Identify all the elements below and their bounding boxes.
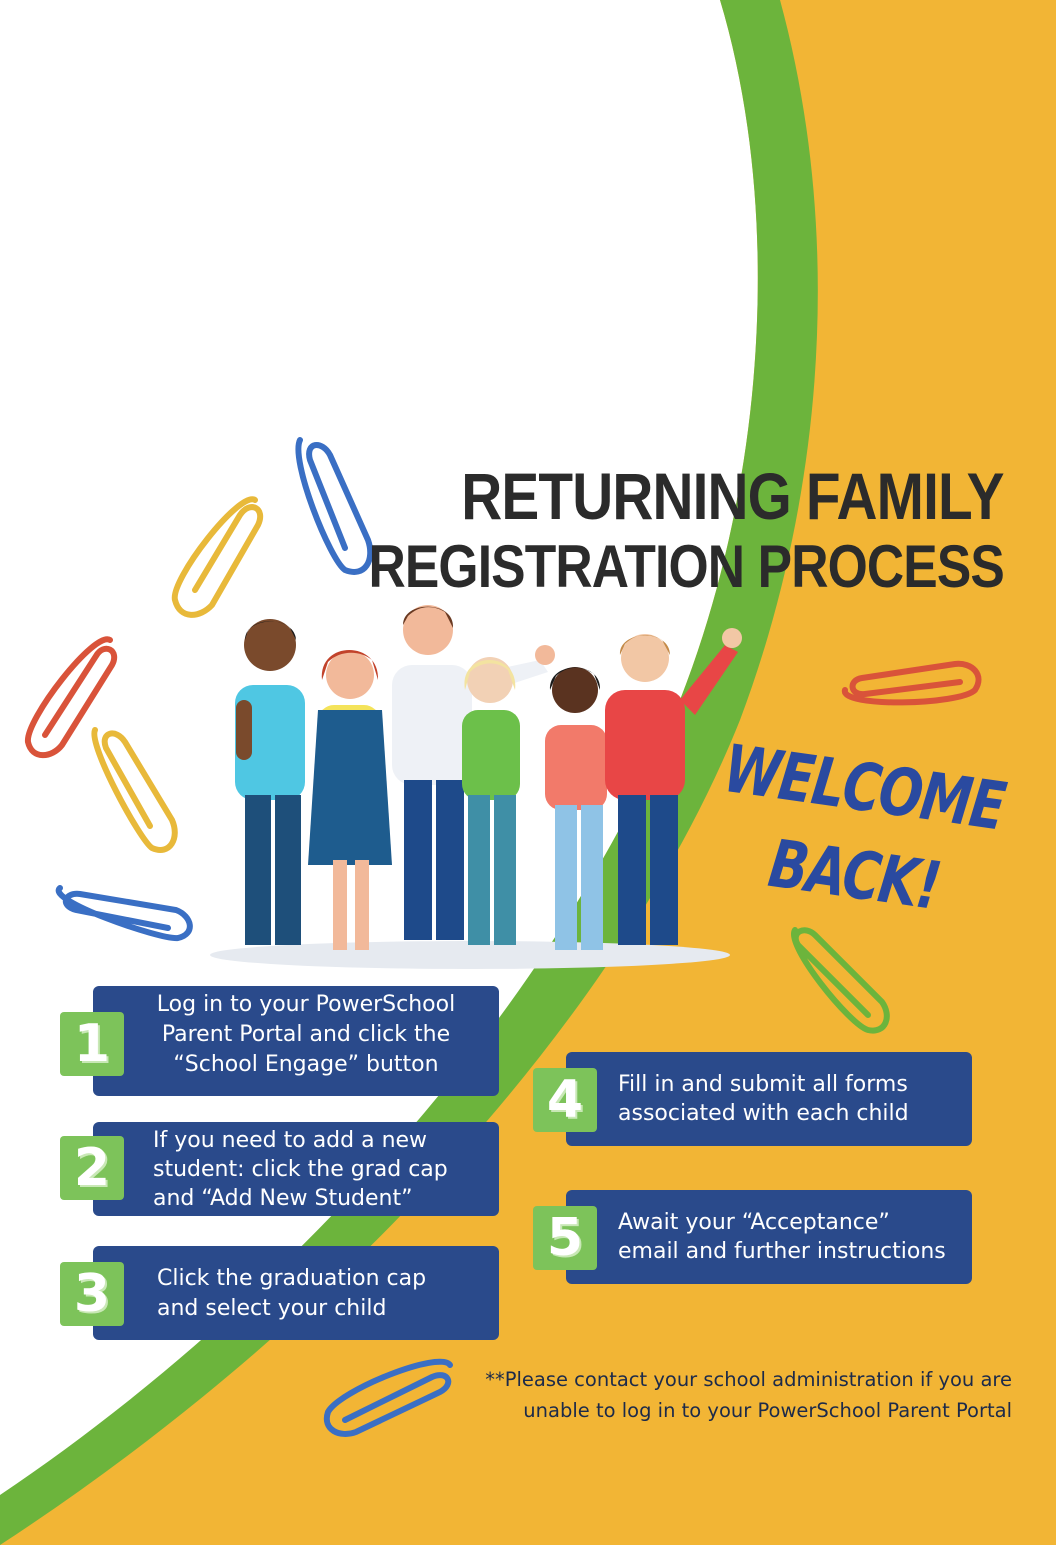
paperclip-icon <box>842 660 982 706</box>
paperclip-icon <box>91 727 178 853</box>
step-3-text: Click the graduation cap and select your… <box>157 1266 427 1321</box>
step-4-number-badge: 4 <box>533 1068 597 1132</box>
person-illustration <box>462 657 520 945</box>
step-1-number-badge: 1 <box>60 1012 124 1076</box>
footnote: **Please contact your school administrat… <box>485 1368 1012 1422</box>
step-5-text: Await your “Acceptance” email and furthe… <box>618 1210 946 1264</box>
page-title-line-1: RETURNING FAMILY <box>461 459 1005 533</box>
paperclip-icon <box>323 1358 453 1437</box>
person-illustration <box>308 650 392 950</box>
person-illustration <box>605 628 742 945</box>
paperclip-icon <box>791 927 890 1034</box>
person-illustration <box>235 619 305 945</box>
step-1-text: Log in to your PowerSchool Parent Portal… <box>156 992 456 1077</box>
step-2-text: If you need to add a new student: click … <box>153 1128 448 1211</box>
page-title-line-2: REGISTRATION PROCESS <box>368 533 1004 600</box>
person-illustration <box>545 667 607 950</box>
paperclip-icon <box>25 636 117 759</box>
step-4-text: Fill in and submit all forms associated … <box>618 1072 909 1126</box>
paperclip-icon <box>171 496 263 618</box>
step-5-box: Await your “Acceptance” email and furthe… <box>566 1190 972 1284</box>
paperclip-icon <box>55 885 193 942</box>
step-1-box: Log in to your PowerSchool Parent Portal… <box>93 986 499 1096</box>
step-2-number-badge: 2 <box>60 1136 124 1200</box>
paperclip-icon <box>295 437 374 575</box>
step-3-number-badge: 3 <box>60 1262 124 1326</box>
step-5-number-badge: 5 <box>533 1206 597 1270</box>
step-4-box: Fill in and submit all forms associated … <box>566 1052 972 1146</box>
step-3-box: Click the graduation cap and select your… <box>93 1246 499 1340</box>
people-group-illustration <box>210 605 742 969</box>
step-2-box: If you need to add a new student: click … <box>93 1122 499 1216</box>
person-illustration <box>392 605 555 940</box>
